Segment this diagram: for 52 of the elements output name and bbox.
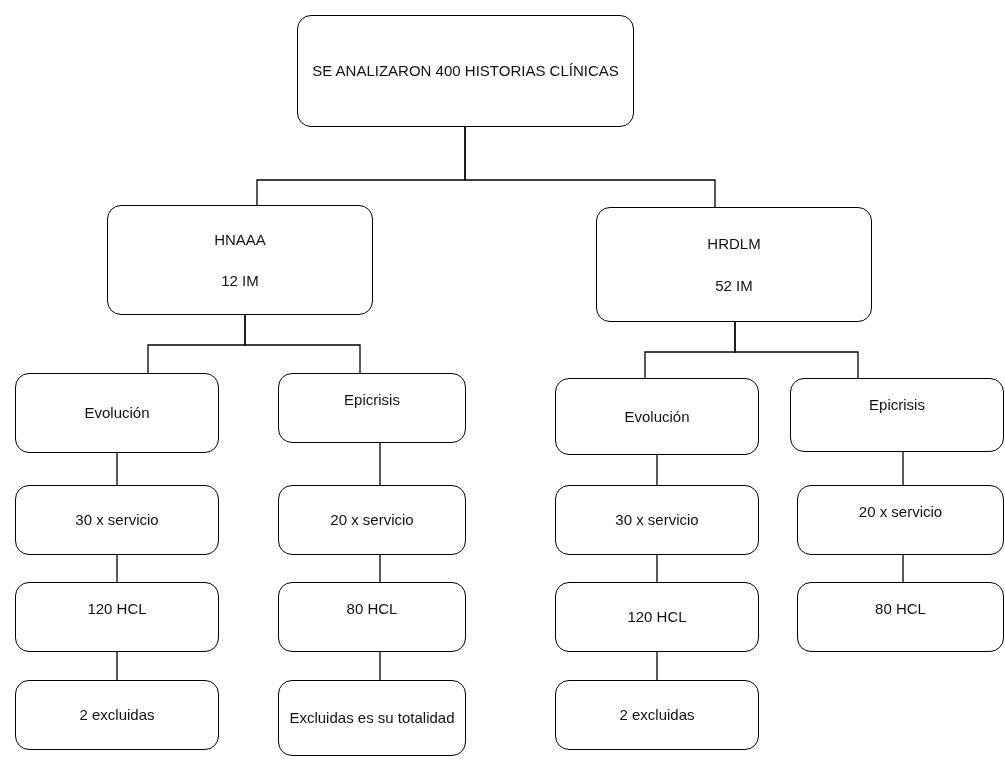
process-box [297, 15, 634, 127]
process-box [596, 207, 872, 322]
node-label: HRDLM [707, 234, 761, 255]
node-label: 80 HCL [875, 599, 926, 619]
node-label: Excluidas es su totalidad [289, 708, 455, 729]
process-box [278, 373, 466, 443]
connector-line [116, 554, 118, 583]
node-label: 120 HCL [627, 607, 687, 628]
connector-line [379, 554, 381, 583]
process-box [790, 378, 1004, 452]
connector-line [379, 651, 381, 681]
node-label: Evolución [624, 406, 690, 427]
node-label: 120 HCL [87, 599, 147, 619]
connector-line [379, 442, 381, 486]
connector-line [116, 452, 118, 486]
connector-line [464, 126, 716, 208]
process-box [555, 378, 759, 455]
connector-line [656, 454, 658, 486]
process-box [278, 582, 466, 652]
connector-line [244, 314, 361, 374]
node-label: 80 HCL [346, 599, 398, 619]
connector-line [656, 651, 658, 681]
node-label: Epicrisis [344, 390, 400, 410]
process-box [555, 582, 759, 652]
node-label: 2 excluidas [619, 705, 695, 726]
node-label: 20 x servicio [330, 510, 414, 531]
process-box [278, 485, 466, 555]
node-label: HNAAA [214, 229, 266, 250]
connector-line [902, 554, 904, 583]
process-box [15, 680, 219, 750]
process-box [15, 373, 219, 453]
process-box [107, 205, 373, 315]
process-box [15, 485, 219, 555]
connector-line [656, 554, 658, 583]
node-label: 20 x servicio [858, 502, 943, 522]
node-label: Evolución [84, 403, 150, 424]
process-box [15, 582, 219, 652]
node-label: 30 x servicio [75, 510, 159, 531]
node-label: 2 excluidas [79, 705, 155, 726]
node-label: 30 x servicio [615, 510, 699, 531]
node-label: SE ANALIZARON 400 HISTORIAS CLÍNICAS [312, 61, 619, 82]
node-label: 12 IM [221, 271, 259, 291]
node-label: Epicrisis [869, 395, 925, 415]
process-box [278, 680, 466, 756]
connector-line [116, 651, 118, 681]
connector-line [902, 451, 904, 486]
process-box [555, 680, 759, 750]
process-box [797, 485, 1004, 555]
node-label: 52 IM [715, 275, 753, 296]
process-box [555, 485, 759, 555]
process-box [797, 582, 1004, 652]
connector-line [734, 321, 859, 379]
